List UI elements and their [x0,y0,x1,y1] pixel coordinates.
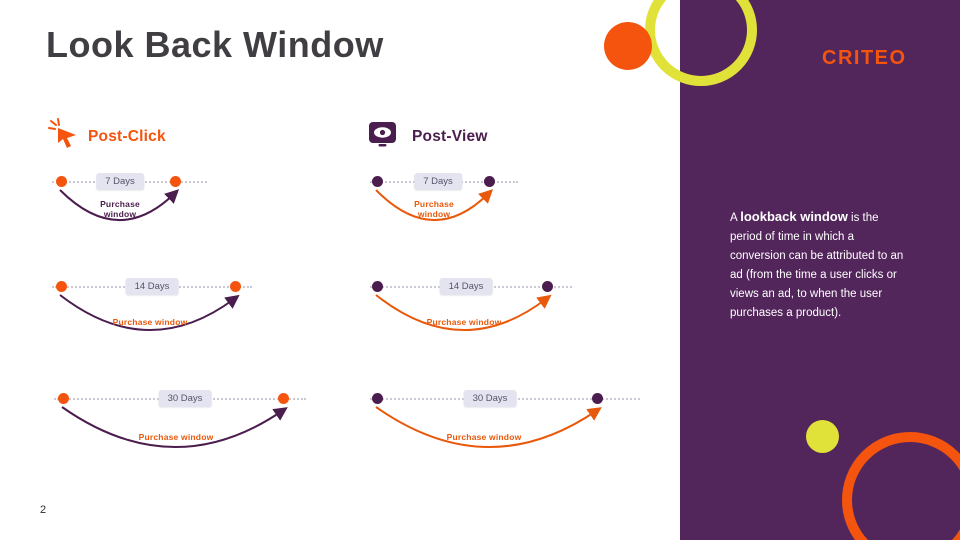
timeline-start-dot [372,393,383,404]
purchase-window-label: Purchase window [138,432,214,442]
purchase-window-label: Purchase window [112,317,188,327]
timeline-end-dot [278,393,289,404]
definition-rest: is the period of time in which a convers… [730,212,904,319]
day-label: 7 Days [414,173,462,190]
timeline-end-dot [542,281,553,292]
purchase-window-label: Purchase window [100,199,140,219]
day-label: 14 Days [439,278,493,295]
purchase-window-arrow [59,294,240,331]
purchase-window-label: Purchase window [414,199,454,219]
criteo-logo: CRITEO [822,47,907,69]
day-label: 30 Days [463,390,517,407]
timeline-start-dot [58,393,69,404]
timeline-start-dot [372,176,383,187]
timeline-end-dot [230,281,241,292]
page-title: Look Back Window [46,24,384,65]
page-number: 2 [40,504,47,516]
day-label: 14 Days [125,278,179,295]
purchase-window-label: Purchase window [426,317,502,327]
purchase-window-arrow [375,406,602,448]
definition-lead: A [730,212,741,224]
click-cursor-icon [48,118,76,148]
definition-text: A lookback window is the period of time … [730,207,910,323]
timeline-end-dot [592,393,603,404]
post-view-header: Post-View [412,128,488,145]
orange-ring-decoration-icon [842,432,960,540]
timeline-start-dot [56,281,67,292]
purchase-window-arrow [375,294,552,331]
eye-monitor-icon [369,122,396,147]
post-click-header: Post-Click [88,128,166,145]
timeline-end-dot [484,176,495,187]
definition-term: lookback window [740,209,848,224]
orange-circle-decoration-icon [604,22,652,70]
day-label: 30 Days [158,390,212,407]
timeline-start-dot [56,176,67,187]
purchase-window-arrow [59,189,180,221]
purchase-window-label: Purchase window [446,432,522,442]
timeline-start-dot [372,281,383,292]
timeline-end-dot [170,176,181,187]
day-label: 7 Days [96,173,144,190]
purchase-window-arrow [61,406,288,448]
yellow-circle-decoration-icon [806,420,839,453]
purchase-window-arrow [375,189,493,221]
